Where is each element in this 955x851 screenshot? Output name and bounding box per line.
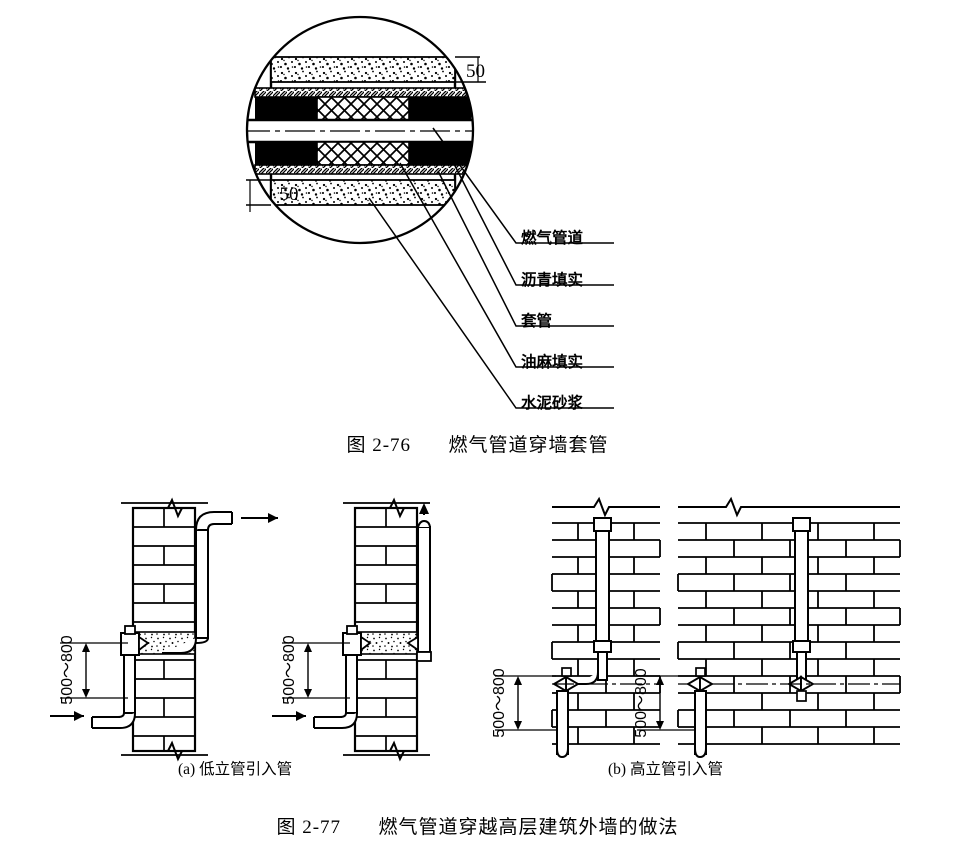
panel-a-drawing-1: 500～800 xyxy=(50,497,278,762)
dimension-50-lower-text: 50 xyxy=(280,184,299,205)
dimension-500-800-a2-text: 500～800 xyxy=(281,635,298,704)
callout-leader-lines xyxy=(368,127,614,409)
panel-b-caption: (b) 高立管引入管 xyxy=(608,761,723,778)
detail-circle-drawing: 50 50 xyxy=(245,15,614,409)
panel-a-drawing-2: 500～800 xyxy=(272,497,432,762)
dimension-500-800-a1: 500～800 xyxy=(59,635,128,705)
callout-label-gas-pipe: 燃气管道 xyxy=(521,230,584,247)
callout-label-oakum-packing: 油麻填实 xyxy=(521,354,584,371)
figure-2-76-caption: 图 2-76 燃气管道穿墙套管 xyxy=(0,430,955,457)
figure-2-77-caption-number: 图 2-77 xyxy=(276,817,342,838)
riser-a1 xyxy=(162,511,278,654)
dimension-50-upper-text: 50 xyxy=(466,61,485,82)
riser-a2 xyxy=(406,503,432,662)
dimension-50-lower: 50 xyxy=(246,179,299,212)
figure-2-77-caption: 图 2-77 燃气管道穿越高层建筑外墙的做法 xyxy=(0,812,955,839)
dimension-500-800-b2-text: 500～800 xyxy=(633,668,650,737)
callout-label-asphalt-packing: 沥青填实 xyxy=(521,272,584,289)
panel-a-caption: (a) 低立管引入管 xyxy=(178,761,293,778)
figure-2-77-caption-title: 燃气管道穿越高层建筑外墙的做法 xyxy=(378,817,679,838)
dimension-500-800-a2: 500～800 xyxy=(281,635,350,705)
figure-2-76-caption-title: 燃气管道穿墙套管 xyxy=(448,435,609,456)
dimension-500-800-b1: 500～800 xyxy=(491,668,556,738)
inlet-pipe-a2 xyxy=(272,625,372,729)
riser-b2 xyxy=(678,517,900,702)
wall-section-a1 xyxy=(121,497,208,762)
dimension-500-800-b1-text: 500～800 xyxy=(491,668,508,737)
riser-b1 xyxy=(552,517,660,759)
dimension-50-upper: 50 xyxy=(455,56,486,83)
dimension-500-800-a1-text: 500～800 xyxy=(59,635,76,704)
wall-elevation-b2 xyxy=(677,496,901,745)
inlet-pipe-a1 xyxy=(50,625,150,729)
callout-label-sleeve: 套管 xyxy=(521,313,553,330)
figure-2-76-caption-number: 图 2-76 xyxy=(346,435,412,456)
riser-b2-left xyxy=(686,667,714,759)
panel-b-drawing-2: 500～800 xyxy=(633,496,901,759)
panel-b-drawing-1: 500～800 xyxy=(491,496,661,759)
wall-section-a2 xyxy=(343,497,430,762)
callout-label-cement-mortar: 水泥砂浆 xyxy=(521,395,584,412)
dimension-500-800-b2: 500～800 xyxy=(633,668,694,738)
detail-circle-outline xyxy=(245,15,475,245)
